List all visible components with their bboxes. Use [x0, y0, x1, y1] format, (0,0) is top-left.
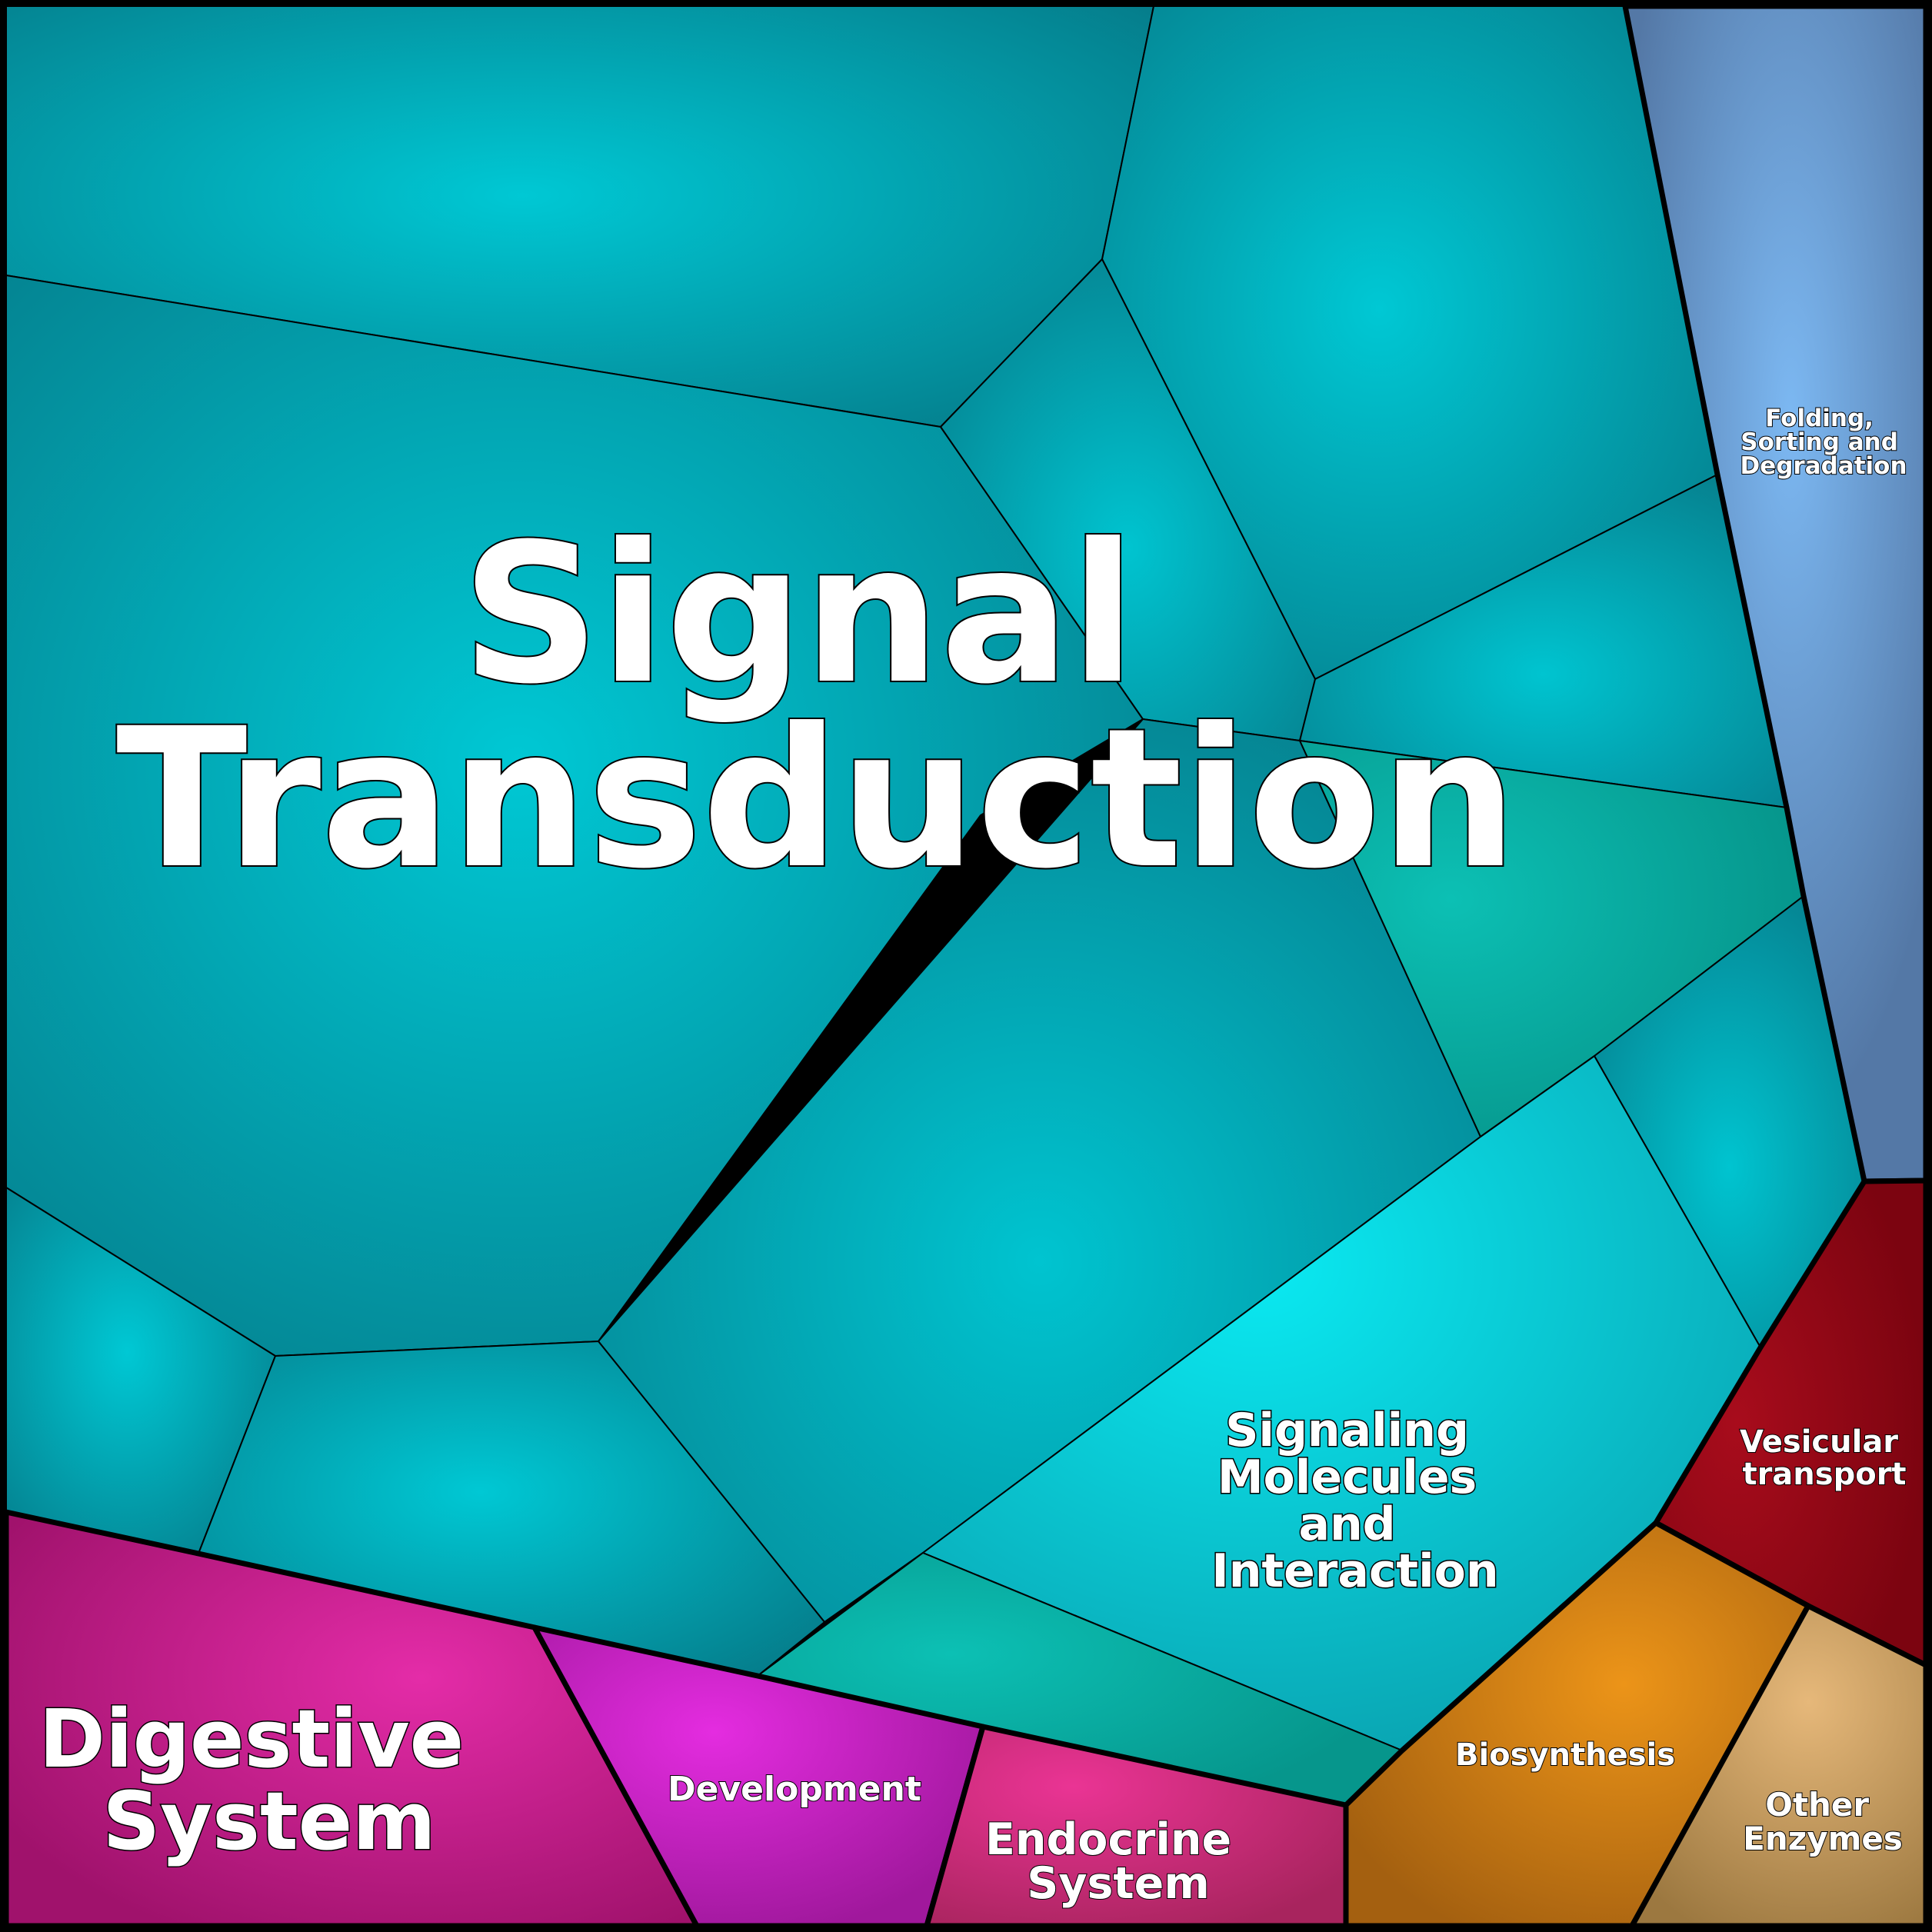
label-other-enzymes: Other Enzymes — [1743, 1786, 1903, 1857]
label-folding-sorting-degradation: Folding, Sorting and Degradation — [1740, 405, 1907, 480]
signal-transduction-region — [5, 5, 1865, 1677]
label-vesicular-transport: Vesicular transport — [1740, 1424, 1909, 1492]
label-biosynthesis: Biosynthesis — [1455, 1737, 1675, 1773]
label-signaling-molecules: Signaling Molecules and Interaction — [1211, 1404, 1498, 1598]
label-endocrine-system: Endocrine System — [985, 1814, 1247, 1909]
label-signal-transduction: Signal Transduction — [116, 502, 1517, 911]
label-development: Development — [668, 1770, 921, 1809]
label-digestive-system: Digestive System — [39, 1692, 492, 1868]
